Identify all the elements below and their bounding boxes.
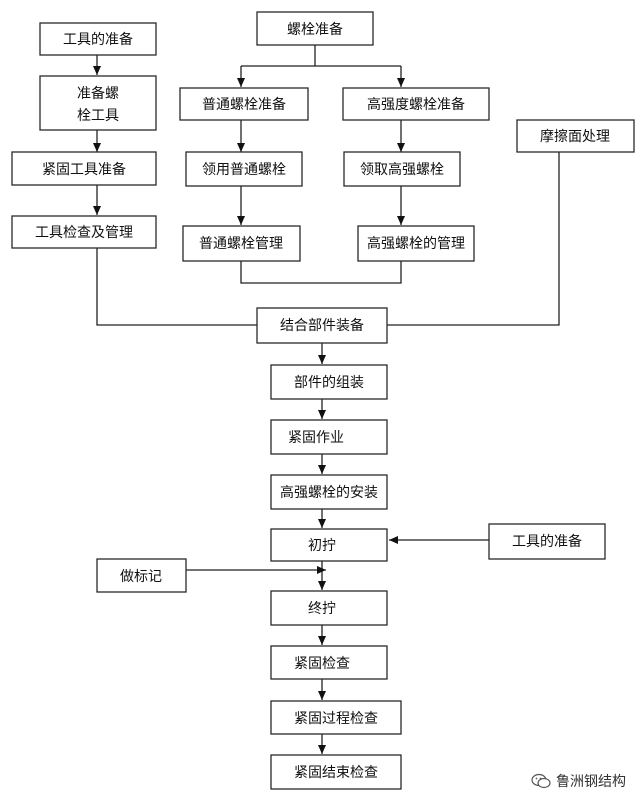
node-high-strength-bolt-prep: 高强度螺栓准备	[342, 87, 490, 121]
node-make-mark: 做标记	[96, 558, 187, 593]
node-label: 摩擦面处理	[540, 128, 610, 145]
node-high-bolt-mgmt: 高强螺栓的管理	[357, 225, 475, 262]
node-label: 领用普通螺栓	[202, 162, 286, 178]
node-fasten-process-check: 紧固过程检查	[270, 700, 402, 735]
watermark-text: 鲁洲钢结构	[556, 774, 626, 790]
node-part-assembly: 部件的组装	[270, 364, 388, 400]
node-label: 初拧	[308, 537, 336, 554]
node-normal-bolt-mgmt: 普通螺栓管理	[182, 225, 301, 262]
connectors	[93, 45, 560, 754]
node-label: 紧固结束检查	[294, 765, 378, 781]
wechat-icon	[531, 773, 551, 789]
node-label: 高强螺栓的管理	[367, 235, 465, 252]
node-label: 高强度螺栓准备	[367, 96, 465, 113]
node-label: 紧固作业	[288, 430, 344, 446]
node-high-bolt-install: 高强螺栓的安装	[270, 474, 388, 510]
node-label: 领取高强螺栓	[360, 161, 444, 178]
node-joint-assembly: 结合部件装备	[256, 307, 388, 344]
node-tool-prep: 工具的准备	[39, 22, 157, 56]
node-friction-surface: 摩擦面处理	[516, 119, 635, 153]
node-label: 结合部件装备	[280, 317, 364, 334]
node-label: 普通螺栓管理	[199, 236, 283, 252]
node-label: 紧固过程检查	[294, 711, 378, 727]
node-fasten-end-check: 紧固结束检查	[270, 754, 402, 790]
node-label: 工具检查及管理	[35, 225, 133, 241]
node-initial-tighten: 初拧	[270, 528, 388, 562]
node-label: 紧固检查	[294, 656, 350, 672]
node-label: 部件的组装	[294, 375, 364, 391]
node-label: 工具的准备	[512, 533, 582, 550]
node-label: 终拧	[308, 601, 336, 617]
node-label: 高强螺栓的安装	[280, 484, 378, 501]
node-fastening-work: 紧固作业	[270, 419, 388, 455]
node-get-normal-bolt: 领用普通螺栓	[185, 151, 303, 187]
node-label: 工具的准备	[63, 31, 133, 48]
node-label: 紧固工具准备	[42, 161, 126, 178]
node-tool-check-mgmt: 工具检查及管理	[11, 215, 157, 249]
node-get-high-bolt: 领取高强螺栓	[343, 151, 461, 187]
node-fasten-check: 紧固检查	[270, 645, 388, 680]
node-final-tighten: 终拧	[270, 590, 388, 626]
node-label: 做标记	[120, 569, 162, 585]
node-label: 螺栓准备	[287, 21, 343, 38]
node-label: 准备螺	[77, 85, 119, 102]
watermark: 鲁洲钢结构	[531, 771, 626, 791]
node-normal-bolt-prep: 普通螺栓准备	[179, 87, 309, 121]
node-label: 普通螺栓准备	[202, 96, 286, 113]
node-prep-bolt-tool: 准备螺 栓工具	[39, 75, 157, 131]
node-fasten-tool-prep: 紧固工具准备	[11, 151, 157, 186]
node-bolt-prep: 螺栓准备	[256, 11, 374, 46]
node-tool-prep-2: 工具的准备	[488, 523, 606, 560]
node-label: 栓工具	[77, 108, 119, 124]
